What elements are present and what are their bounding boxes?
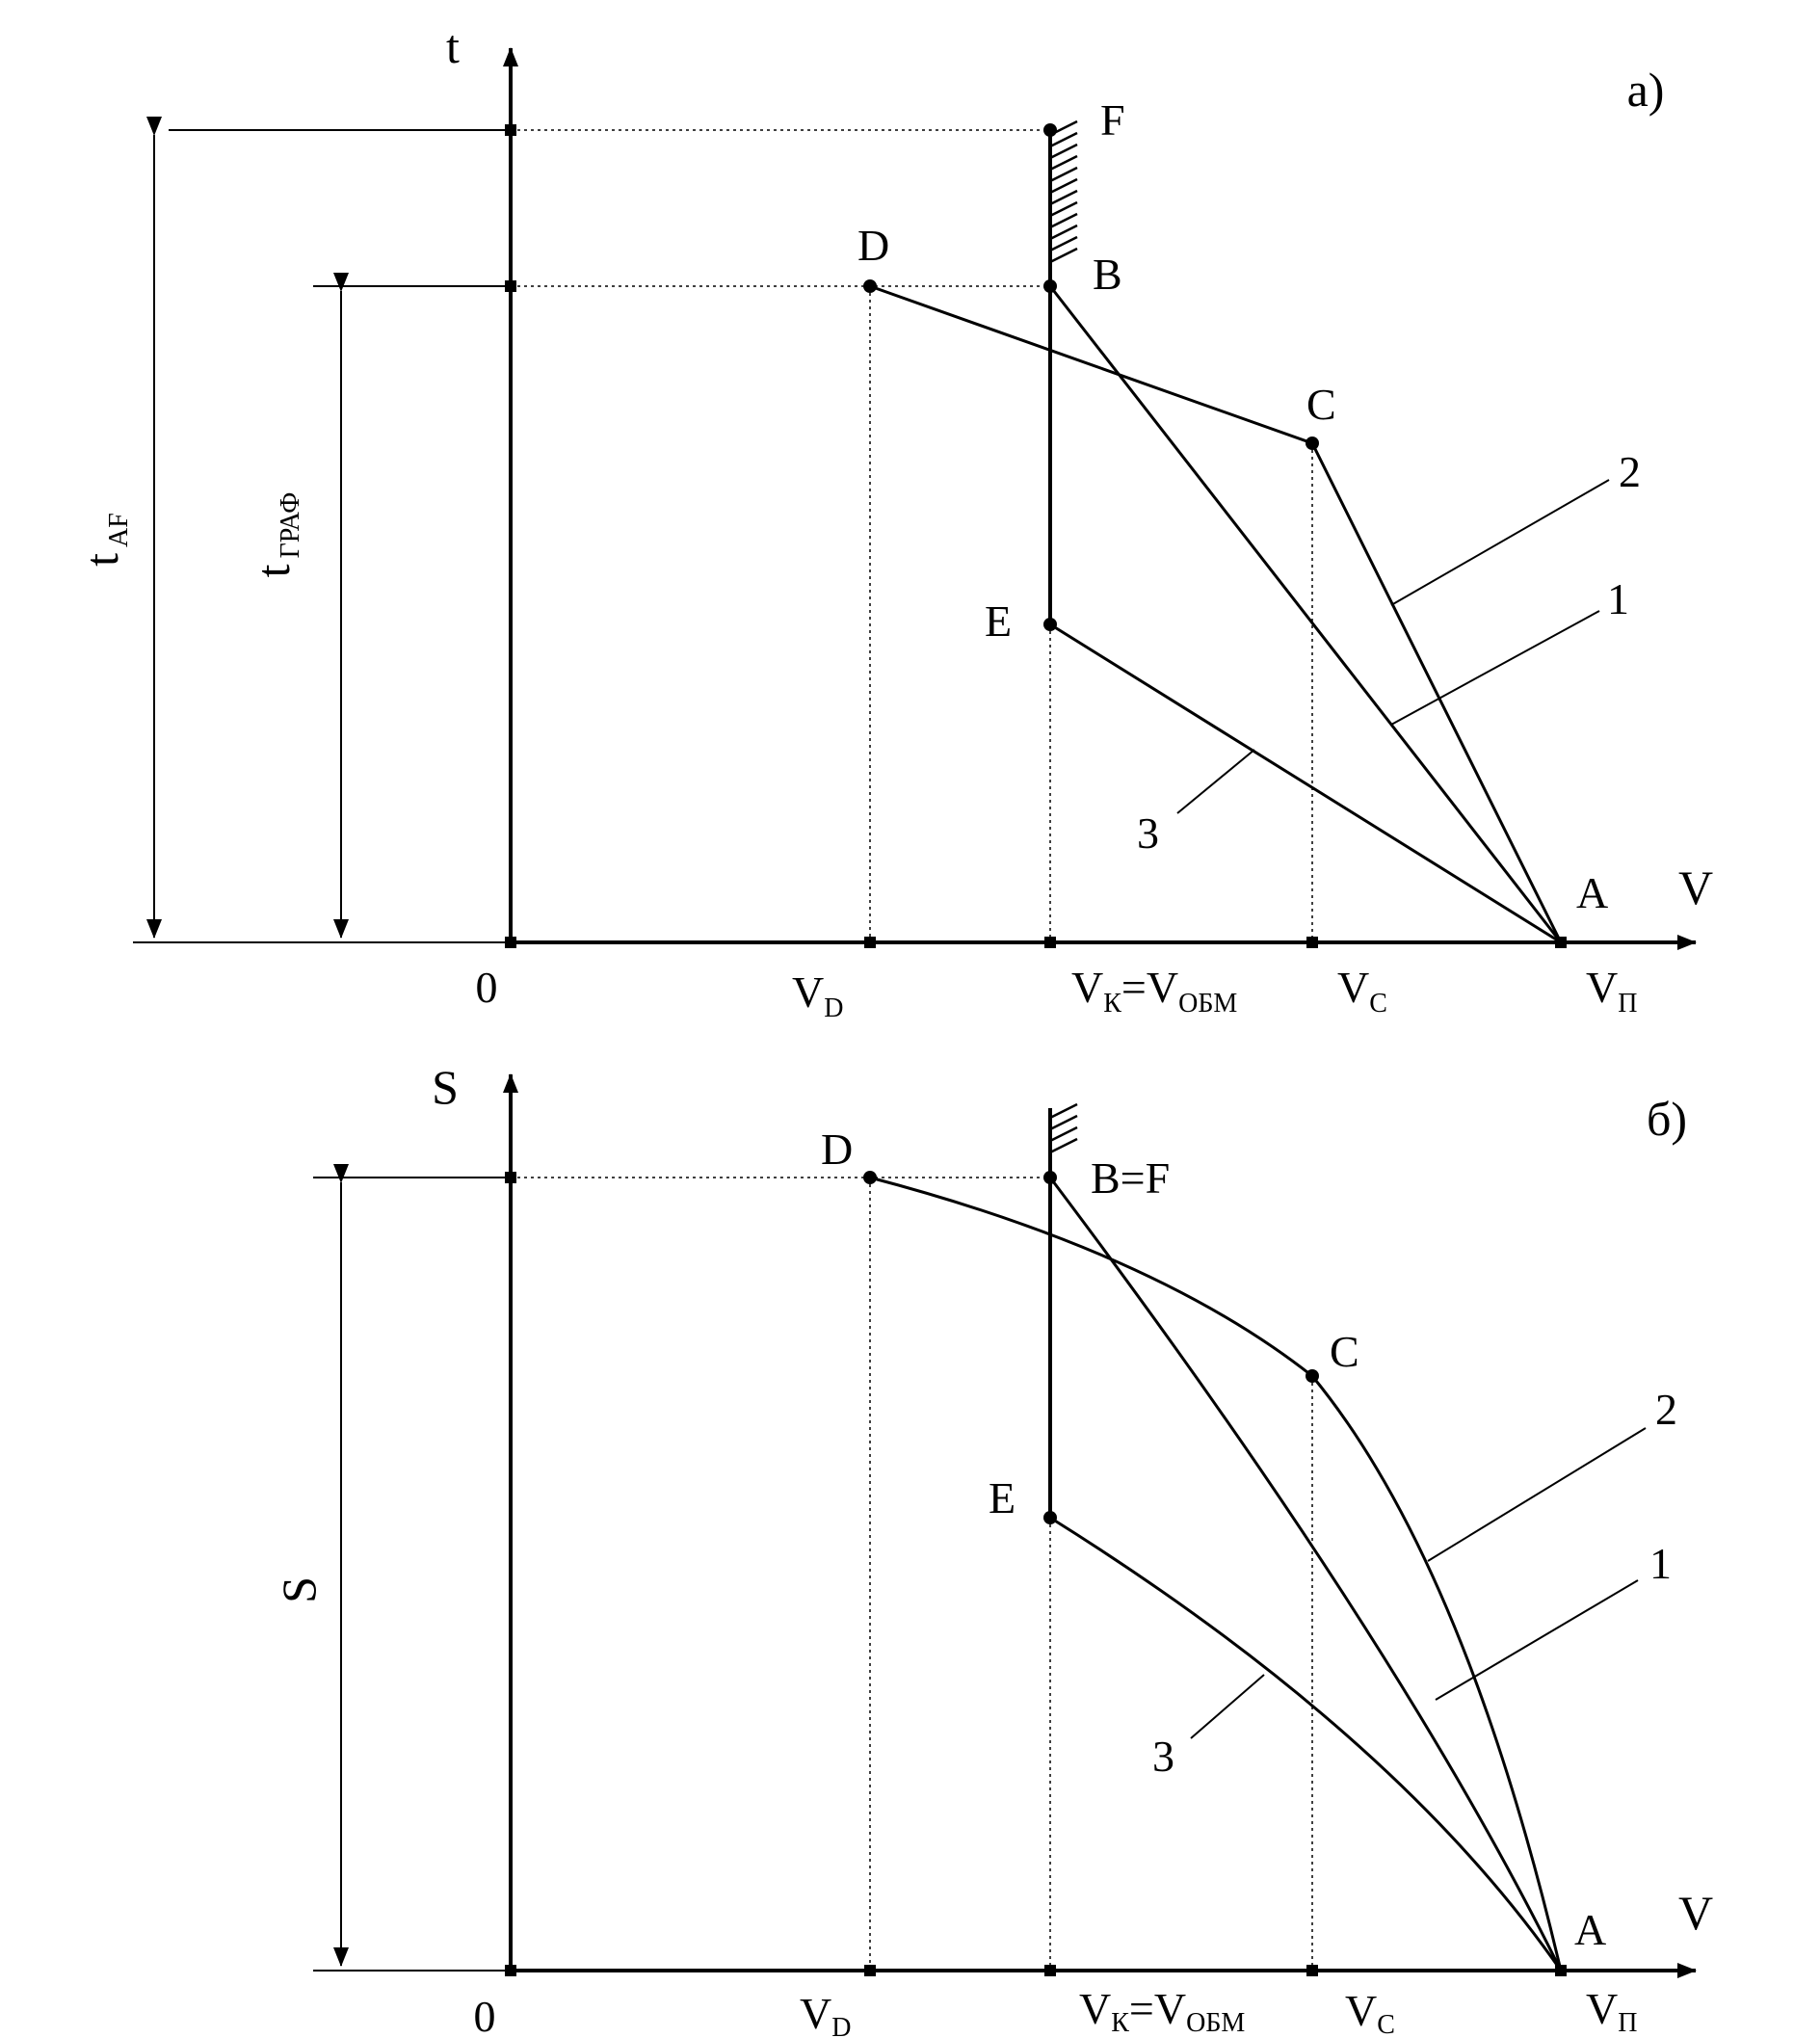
panel-b-point-bf	[1043, 1171, 1057, 1184]
panel-a-leader-2	[1390, 479, 1610, 606]
panel-b-leader-2	[1427, 1427, 1647, 1562]
panel-a-y-axis-label: t	[446, 19, 460, 73]
panel-a-curve-2-label: 2	[1619, 447, 1641, 496]
panel-a-label-d: D	[857, 221, 889, 270]
panel-a-curve-3-label: 3	[1137, 808, 1159, 858]
panel-a-point-b	[1043, 279, 1057, 293]
panel-a-dim-tgraf-label: tГРАФ	[246, 492, 305, 578]
panel-b-curve-2-label: 2	[1655, 1385, 1677, 1434]
panel-a-hatch	[1049, 119, 1078, 264]
panel-b-label-a: A	[1574, 1905, 1606, 1954]
panel-b-curve-1-label: 1	[1649, 1539, 1672, 1588]
panel-b-tick-vp: VП	[1586, 1984, 1637, 2038]
panel-b-tag: б)	[1647, 1092, 1687, 1146]
panel-b-curve-3-label: 3	[1152, 1732, 1174, 1781]
panel-b-dim-s-label: S	[272, 1576, 326, 1603]
panel-a-label-c: C	[1306, 380, 1336, 429]
panel-a-tick-vk-vobm: VК=VОБМ	[1071, 963, 1237, 1019]
panel-a-tag: а)	[1627, 63, 1665, 117]
panel-b-tick-vd: VD	[800, 1989, 851, 2038]
panel-b-curve-2	[869, 1176, 1563, 1972]
panel-b-point-d	[863, 1171, 877, 1184]
panel-b-label-bf: B=F	[1091, 1153, 1170, 1203]
panel-a-curve-1	[1048, 285, 1563, 943]
panel-b-curve-1	[1048, 1177, 1563, 1972]
panel-a-point-f	[1043, 123, 1057, 137]
panel-b-leader-3	[1190, 1674, 1265, 1739]
panel-b-leader-1	[1435, 1579, 1639, 1701]
panel-b-y-axis-label: S	[432, 1060, 459, 1114]
panel-a-leader-1	[1390, 610, 1600, 726]
panel-b-tick-vc: VC	[1345, 1986, 1395, 2038]
panel-a-label-e: E	[985, 596, 1012, 646]
panel-a: а) t V 0 F D B C E A 2 1 3 tAF tГРАФ VD …	[74, 19, 1713, 1023]
panel-b-curve-3	[1049, 1516, 1563, 1972]
panel-b-origin-label: 0	[474, 1992, 496, 2038]
panel-a-point-c	[1306, 437, 1319, 450]
panel-b-point-e	[1043, 1511, 1057, 1524]
panel-a-tick-marks	[505, 124, 1567, 948]
panel-b-x-axis-label: V	[1678, 1886, 1713, 1940]
panel-a-point-e	[1043, 618, 1057, 631]
panel-a-curve-2	[869, 284, 1563, 943]
panel-a-origin-label: 0	[476, 963, 498, 1012]
panel-b: б) S V 0 D B=F C E A 2 1 3 S VD VК=VОБМ …	[272, 1060, 1713, 2038]
panel-a-curve-3	[1049, 622, 1562, 944]
panel-b-tick-vk-vobm: VК=VОБМ	[1079, 1984, 1245, 2038]
panel-a-label-b: B	[1093, 250, 1122, 299]
panel-a-label-a: A	[1576, 868, 1608, 917]
panel-a-dim-taf-label: tAF	[74, 513, 134, 567]
panel-a-tick-vp: VП	[1586, 963, 1637, 1019]
panel-b-hatch	[1049, 1102, 1078, 1154]
panel-b-label-e: E	[989, 1473, 1016, 1522]
panel-a-tick-vd: VD	[792, 967, 843, 1023]
panel-a-x-axis-label: V	[1678, 860, 1713, 914]
panel-b-label-c: C	[1330, 1327, 1359, 1376]
panel-a-point-d	[863, 279, 877, 293]
panel-a-label-f: F	[1100, 95, 1125, 145]
panel-b-label-d: D	[821, 1125, 853, 1174]
panel-b-tick-marks	[505, 1172, 1567, 1976]
panel-a-leader-3	[1176, 749, 1255, 814]
panel-a-tick-vc: VC	[1337, 963, 1387, 1019]
panel-a-curve-1-label: 1	[1607, 574, 1629, 623]
panel-b-point-c	[1306, 1369, 1319, 1383]
